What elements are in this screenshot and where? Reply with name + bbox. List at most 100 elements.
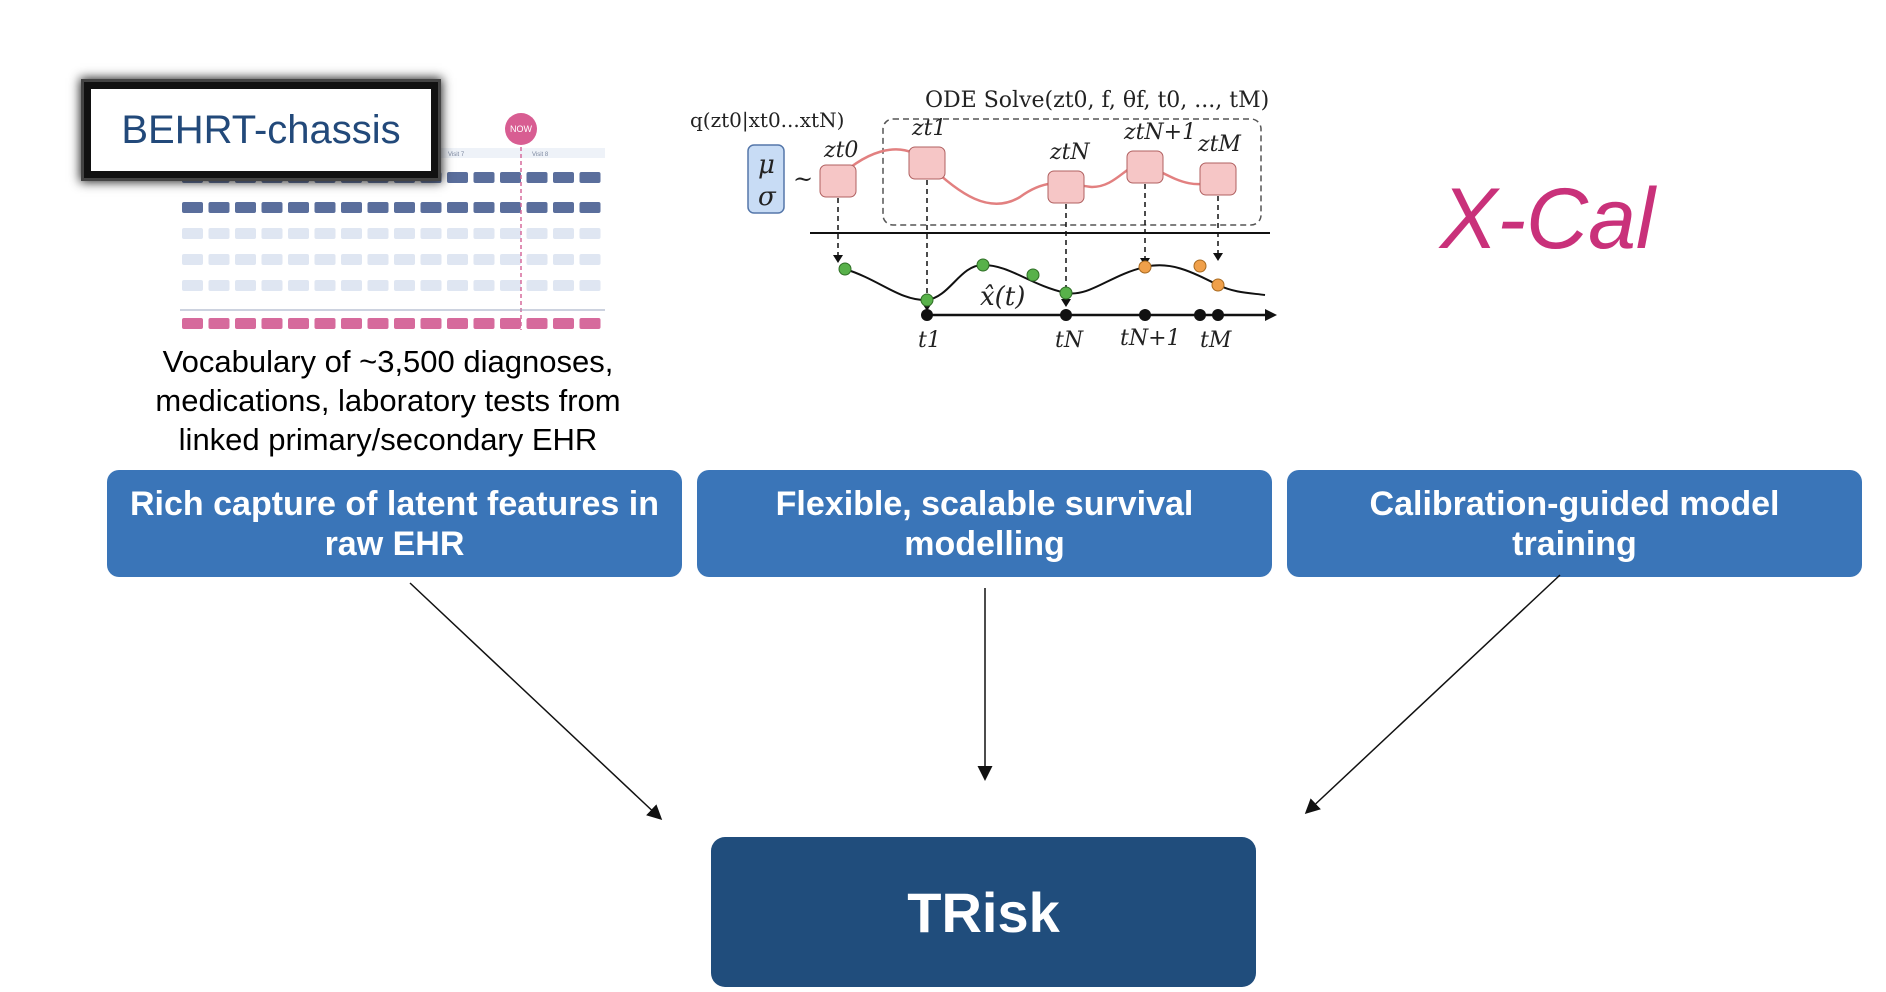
token-cell — [553, 254, 574, 265]
now-marker: NOW — [505, 113, 537, 145]
posterior-label: q(zt0|xt0...xtN) — [690, 108, 844, 133]
latent-ode-diagram: ODE Solve(zt0, f, θf, t0, ..., tM) q(zt0… — [690, 88, 1277, 353]
latent-label-ztN: ztN — [1049, 140, 1090, 165]
token-cell — [341, 280, 362, 291]
token-cell — [367, 254, 389, 265]
xhat-label: x̂(t) — [980, 282, 1025, 312]
token-cell — [473, 172, 495, 183]
token-cell — [447, 280, 468, 291]
token-cell — [500, 280, 521, 291]
token-cell — [367, 228, 389, 239]
feature-label-latent: Rich capture of latent features in raw E… — [130, 484, 659, 563]
token-cell — [394, 318, 415, 329]
token-cell — [314, 280, 336, 291]
latent-label-ztM: ztM — [1197, 132, 1241, 157]
token-cell — [500, 172, 521, 183]
token-cell — [208, 228, 230, 239]
latent-box-ztM — [1199, 162, 1237, 196]
trisk-box: TRisk — [711, 837, 1256, 987]
token-cell — [235, 202, 256, 213]
token-cell — [473, 280, 495, 291]
token-cell — [182, 280, 203, 291]
latent-label-zt1: zt1 — [911, 116, 946, 141]
latent-box-ztN — [1047, 170, 1085, 204]
token-cell — [261, 280, 283, 291]
token-cell — [208, 202, 230, 213]
token-cell — [367, 202, 389, 213]
token-cell — [473, 318, 495, 329]
token-cell — [579, 228, 601, 239]
latent-label-ztN1: ztN+1 — [1123, 120, 1196, 145]
feature-box-latent-features: Rich capture of latent features in raw E… — [107, 470, 682, 577]
feature-label-survival: Flexible, scalable survival modelling — [775, 484, 1194, 563]
token-cell — [235, 228, 256, 239]
latent-box-zt1 — [908, 146, 946, 180]
vocab-line-1: Vocabulary of ~3,500 diagnoses, — [162, 344, 614, 379]
token-cell — [553, 202, 574, 213]
token-cell — [420, 280, 442, 291]
token-cell — [182, 318, 203, 329]
arrow-left — [409, 582, 663, 821]
sigma-symbol: σ — [758, 182, 777, 212]
ode-solve-label: ODE Solve(zt0, f, θf, t0, ..., tM) — [925, 88, 1269, 113]
token-cell — [235, 280, 256, 291]
token-cell — [579, 280, 601, 291]
token-cell — [288, 318, 309, 329]
trisk-label: TRisk — [907, 880, 1060, 944]
token-cell — [341, 254, 362, 265]
token-cell — [182, 228, 203, 239]
token-cell — [553, 280, 574, 291]
token-cell — [341, 202, 362, 213]
vocab-line-2: medications, laboratory tests from — [155, 383, 621, 418]
visit-label: Visit 8 — [532, 152, 549, 158]
token-cell — [579, 254, 601, 265]
token-cell — [288, 202, 309, 213]
time-label-tN: tN — [1055, 328, 1084, 353]
ode-solve-box — [882, 118, 1262, 226]
latent-box-ztN1 — [1126, 150, 1164, 184]
time-label-t1: t1 — [918, 328, 941, 353]
token-cell — [473, 202, 495, 213]
token-cell — [526, 254, 548, 265]
token-cell — [447, 228, 468, 239]
token-cell — [208, 280, 230, 291]
token-cell — [314, 254, 336, 265]
token-cell — [447, 254, 468, 265]
token-cell — [579, 172, 601, 183]
mu-sigma-box — [747, 144, 785, 214]
token-cell — [261, 228, 283, 239]
time-label-tN1: tN+1 — [1120, 326, 1181, 351]
feature-label-calibration: Calibration-guided model training — [1369, 484, 1780, 563]
token-cell — [261, 254, 283, 265]
behrt-chassis-title: BEHRT-chassis — [84, 82, 438, 178]
token-cell — [579, 202, 601, 213]
token-cell — [235, 318, 256, 329]
token-cell — [235, 254, 256, 265]
token-cell — [526, 280, 548, 291]
token-cell — [394, 228, 415, 239]
token-cell — [447, 318, 468, 329]
token-cell — [288, 280, 309, 291]
time-label-tM: tM — [1200, 328, 1232, 353]
token-cell — [420, 228, 442, 239]
token-cell — [420, 318, 442, 329]
token-cell — [394, 254, 415, 265]
token-cell — [500, 318, 521, 329]
token-cell — [341, 318, 362, 329]
token-cell — [367, 318, 389, 329]
token-cell — [182, 254, 203, 265]
token-cell — [447, 202, 468, 213]
token-cell — [553, 172, 574, 183]
token-cell — [526, 228, 548, 239]
latent-box-zt0 — [819, 164, 857, 198]
token-cell — [420, 202, 442, 213]
vocab-line-3: linked primary/secondary EHR — [178, 422, 598, 457]
token-cell — [182, 202, 203, 213]
token-cell — [500, 254, 521, 265]
token-cell — [500, 228, 521, 239]
token-cell — [526, 202, 548, 213]
token-cell — [553, 318, 574, 329]
xcal-label: X-Cal — [1440, 171, 1656, 267]
token-cell — [208, 318, 230, 329]
